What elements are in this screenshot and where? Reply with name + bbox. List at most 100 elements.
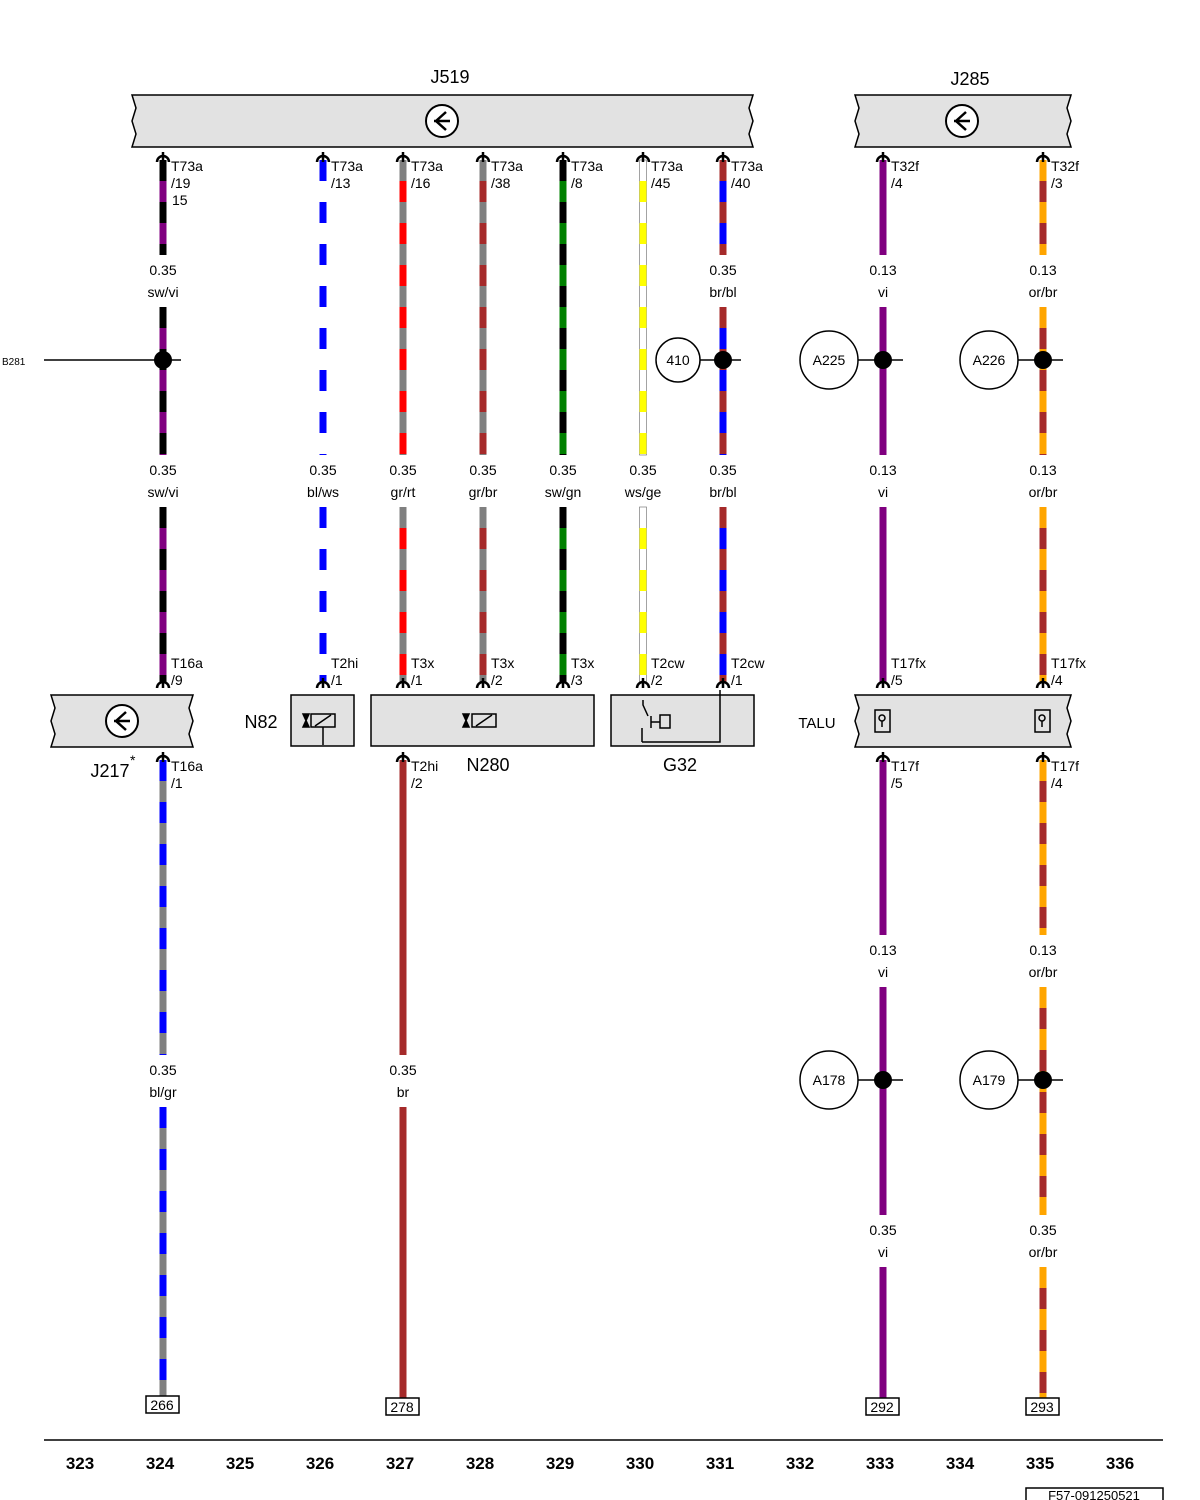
j285-control-unit: J285	[853, 69, 1073, 148]
j217-label: J217	[90, 761, 129, 781]
wire-stripe	[559, 654, 567, 675]
wire-stripe	[159, 654, 167, 675]
wire-stripe	[159, 907, 167, 928]
connector-label: /45	[651, 175, 671, 191]
wire-stripe	[399, 433, 407, 454]
wire-segment	[1039, 507, 1047, 682]
wire-stripe	[479, 433, 487, 454]
junction-dot	[1034, 1071, 1052, 1089]
column-number: 334	[946, 1454, 975, 1473]
wire-stripe	[639, 528, 647, 549]
junctions: B281 410 A225 A226 A178 A179	[2, 330, 1063, 1110]
wire-stripe	[639, 654, 647, 675]
wire-gauge: 0.35	[389, 1062, 416, 1078]
connector-label: /4	[891, 175, 903, 191]
reference-boxes: 266 278 292 293	[145, 1395, 1060, 1416]
junction-ref-circle	[959, 1050, 1019, 1110]
wire-stripe	[559, 570, 567, 591]
continuation-ref: 293	[1030, 1399, 1054, 1415]
continuation-ref: 266	[150, 1397, 174, 1413]
drawing-id-box: F57-091250521	[1025, 1487, 1164, 1500]
wire-stripe	[319, 349, 327, 370]
wire-stripe	[159, 181, 167, 202]
wire-stripe	[159, 1212, 167, 1233]
wire-stripe	[319, 528, 327, 549]
junction-dot	[714, 351, 732, 369]
connector-label: /4	[1051, 672, 1063, 688]
wire-stripe	[1039, 1050, 1047, 1071]
wire-stripe	[719, 654, 727, 675]
wire-gauge: 0.35	[469, 462, 496, 478]
wire-gauge: 0.13	[869, 462, 896, 478]
wire-gauge: 0.35	[629, 462, 656, 478]
wire-stripe	[719, 528, 727, 549]
junction-ref-circle	[959, 330, 1019, 390]
connector-label: /3	[1051, 175, 1063, 191]
junction-ref: A225	[813, 352, 846, 368]
wire-gauge: 0.35	[149, 262, 176, 278]
wire-stripe	[1039, 1176, 1047, 1197]
wire-stripe	[1039, 612, 1047, 633]
connector-label: T73a	[411, 158, 443, 174]
g32-label: G32	[663, 755, 697, 775]
solenoid-valve-icon	[301, 713, 336, 745]
junction-ref-circle	[655, 337, 701, 383]
wire-stripe	[399, 223, 407, 244]
wire-stripe	[319, 307, 327, 328]
wire-stripe	[479, 654, 487, 675]
connector-label: T17f	[891, 758, 919, 774]
connector-label: T73a	[651, 158, 683, 174]
column-number: 332	[786, 1454, 814, 1473]
wire-segment	[399, 507, 407, 682]
j217-note: *	[130, 752, 136, 768]
wire-stripe	[479, 307, 487, 328]
wire-stripe	[159, 1380, 167, 1396]
wire-stripe	[559, 349, 567, 370]
wire-gauge: 0.35	[389, 462, 416, 478]
wire-gauge: 0.13	[1029, 942, 1056, 958]
wire-segment	[879, 760, 887, 935]
wire-stripe	[399, 654, 407, 675]
wire-group	[159, 159, 1047, 1398]
ground-symbol-icon	[425, 104, 459, 138]
j519-label: J519	[430, 67, 469, 87]
wire-stripe	[159, 1338, 167, 1359]
wire-stripe	[159, 1296, 167, 1317]
wire-stripe	[479, 612, 487, 633]
connector-label: T17f	[1051, 758, 1079, 774]
wire-color: or/br	[1029, 964, 1058, 980]
wire-stripe	[399, 181, 407, 202]
connector-label: /1	[171, 775, 183, 791]
wire-stripe	[639, 181, 647, 202]
wire-stripe	[479, 528, 487, 549]
connector-label: /9	[171, 672, 183, 688]
wire-segment	[1039, 160, 1047, 255]
connector-label: T73a	[491, 158, 523, 174]
wire-segment	[879, 507, 887, 682]
antenna-icon	[874, 709, 1051, 733]
wire-stripe	[559, 181, 567, 202]
wire-color: sw/vi	[147, 484, 178, 500]
wire-stripe	[1039, 1092, 1047, 1113]
connector-label: /1	[731, 672, 743, 688]
wire-stripe	[479, 391, 487, 412]
wire-stripe	[559, 433, 567, 454]
wire-stripe	[159, 1254, 167, 1275]
wire-stripe	[1039, 1288, 1047, 1309]
wire-stripe	[639, 433, 647, 454]
n82-valve: N82	[244, 694, 355, 747]
wire-color: br/bl	[709, 484, 736, 500]
wire-color: vi	[878, 484, 888, 500]
column-number: 333	[866, 1454, 894, 1473]
external-line-label: B281	[2, 357, 26, 368]
wire-stripe	[479, 349, 487, 370]
n82-label: N82	[244, 712, 277, 732]
wire-stripe	[559, 265, 567, 286]
wire-stripe	[159, 370, 167, 391]
wire-stripe	[1039, 1330, 1047, 1351]
wire-segment	[399, 1107, 407, 1398]
connector-label: T73a	[571, 158, 603, 174]
connector-label: /13	[331, 175, 351, 191]
wire-stripe	[559, 223, 567, 244]
wire-stripe	[1039, 223, 1047, 244]
